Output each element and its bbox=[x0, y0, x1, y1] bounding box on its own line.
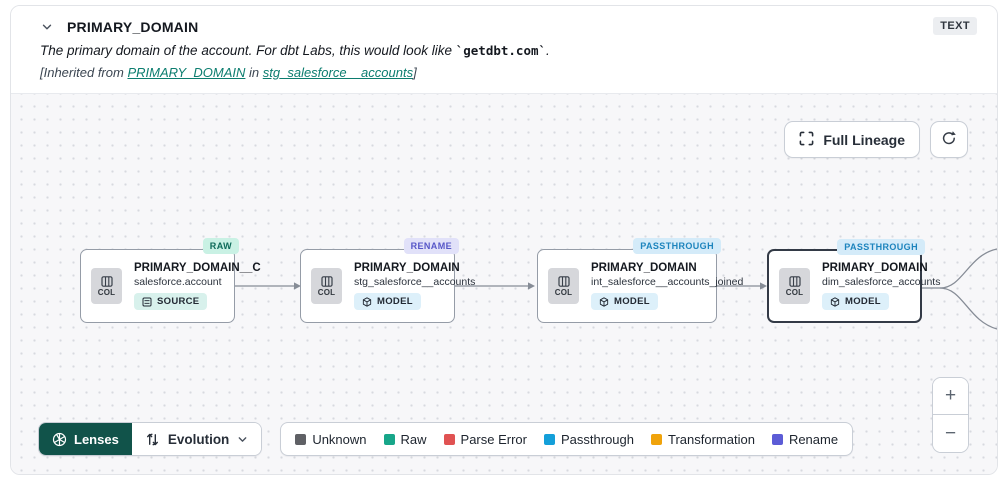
column-chip: COL bbox=[91, 268, 122, 304]
lens-selector[interactable]: Evolution bbox=[131, 423, 262, 455]
lineage-canvas[interactable]: Full Lineage RAW COL PRIMARY_DOMAIN__C bbox=[11, 94, 997, 474]
description-period: . bbox=[546, 43, 550, 58]
evolution-badge: PASSTHROUGH bbox=[837, 239, 925, 255]
lenses-group: Lenses Evolution bbox=[38, 422, 263, 456]
node-body: PRIMARY_DOMAIN stg_salesforce__accounts … bbox=[342, 262, 481, 310]
legend-label: Raw bbox=[400, 431, 427, 447]
resource-type-tag: MODEL bbox=[354, 293, 421, 310]
col-chip-label: COL bbox=[554, 287, 573, 297]
node-body: PRIMARY_DOMAIN dim_salesforce_accounts M… bbox=[810, 262, 946, 310]
lineage-node-salesforce-account[interactable]: RAW COL PRIMARY_DOMAIN__C salesforce.acc… bbox=[80, 238, 261, 323]
evolution-legend: Unknown Raw Parse Error Passthrough Tran… bbox=[280, 422, 854, 456]
resource-type-tag: MODEL bbox=[822, 293, 889, 310]
model-cube-icon bbox=[599, 296, 609, 307]
evolution-badge: RENAME bbox=[403, 238, 459, 254]
legend-swatch bbox=[295, 433, 307, 445]
evolution-swap-icon bbox=[146, 433, 158, 445]
legend-item-transformation: Transformation bbox=[651, 432, 755, 447]
chevron-down-icon bbox=[238, 436, 247, 442]
legend-label: Transformation bbox=[668, 431, 755, 447]
model-cube-icon bbox=[830, 296, 840, 307]
resource-type-label: SOURCE bbox=[157, 296, 200, 307]
legend-label: Unknown bbox=[312, 431, 367, 447]
lineage-node-dim-salesforce-accounts[interactable]: PASSTHROUGH COL PRIMARY_DOMAIN dim_sales… bbox=[767, 239, 940, 323]
column-name-title: PRIMARY_DOMAIN bbox=[67, 19, 199, 35]
legend-swatch bbox=[383, 433, 395, 445]
resource-type-label: MODEL bbox=[377, 296, 413, 307]
column-chip: COL bbox=[311, 268, 342, 304]
collapse-chevron-icon[interactable] bbox=[39, 19, 55, 35]
node-model-name: dim_salesforce_accounts bbox=[822, 276, 941, 288]
legend-item-rename: Rename bbox=[771, 431, 839, 447]
inherited-column-link[interactable]: PRIMARY_DOMAIN bbox=[127, 65, 246, 80]
legend-swatch bbox=[771, 433, 783, 445]
legend-label: Passthrough bbox=[561, 431, 634, 447]
full-lineage-label: Full Lineage bbox=[823, 131, 905, 148]
evolution-badge: PASSTHROUGH bbox=[633, 238, 721, 254]
inherited-prefix: [Inherited from bbox=[40, 65, 128, 80]
bottom-bar: Lenses Evolution Unknown bbox=[38, 422, 854, 456]
legend-label: Rename bbox=[788, 431, 839, 447]
legend-item-passthrough: Passthrough bbox=[544, 432, 634, 447]
node-body: PRIMARY_DOMAIN__C salesforce.account SOU… bbox=[122, 262, 267, 310]
column-detail-panel: PRIMARY_DOMAIN TEXT The primary domain o… bbox=[11, 6, 997, 94]
node-model-name: int_salesforce__accounts_joined bbox=[591, 276, 744, 288]
node-column-title: PRIMARY_DOMAIN bbox=[591, 262, 697, 274]
node-column-title: PRIMARY_DOMAIN bbox=[822, 262, 928, 274]
column-lineage-card: PRIMARY_DOMAIN TEXT The primary domain o… bbox=[10, 5, 998, 475]
model-cube-icon bbox=[362, 296, 372, 307]
column-chip: COL bbox=[779, 268, 810, 304]
node-model-name: salesforce.account bbox=[134, 276, 222, 288]
lenses-button[interactable]: Lenses bbox=[39, 423, 132, 455]
inherited-model-link[interactable]: stg_salesforce__accounts bbox=[262, 65, 414, 80]
zoom-controls: + − bbox=[932, 377, 969, 453]
zoom-out-button[interactable]: − bbox=[933, 415, 968, 452]
col-chip-label: COL bbox=[317, 287, 336, 297]
legend-item-raw: Raw bbox=[383, 431, 427, 447]
resource-type-tag: MODEL bbox=[591, 293, 658, 310]
full-lineage-button[interactable]: Full Lineage bbox=[784, 121, 920, 158]
legend-swatch bbox=[443, 433, 455, 445]
resource-type-label: MODEL bbox=[845, 296, 881, 307]
col-chip-label: COL bbox=[785, 287, 804, 297]
lineage-node-stg-salesforce-accounts[interactable]: RENAME COL PRIMARY_DOMAIN stg_salesforce… bbox=[300, 238, 475, 323]
column-description: The primary domain of the account. For d… bbox=[11, 35, 997, 58]
refresh-button[interactable] bbox=[930, 121, 968, 158]
description-code: `getdbt.com` bbox=[455, 43, 547, 58]
resource-type-label: MODEL bbox=[614, 296, 650, 307]
legend-swatch bbox=[651, 433, 662, 445]
columns-icon bbox=[557, 275, 570, 287]
legend-item-unknown: Unknown bbox=[295, 431, 367, 447]
zoom-in-button[interactable]: + bbox=[933, 378, 968, 415]
expand-icon bbox=[799, 131, 814, 149]
column-type-badge: TEXT bbox=[933, 17, 977, 35]
legend-label: Parse Error bbox=[460, 431, 527, 447]
source-icon bbox=[142, 297, 152, 307]
lineage-toolbar: Full Lineage bbox=[784, 121, 968, 158]
refresh-icon bbox=[941, 130, 957, 149]
inherited-suffix: ] bbox=[413, 65, 417, 80]
evolution-badge: RAW bbox=[202, 238, 239, 254]
lineage-node-int-salesforce-accounts-joined[interactable]: PASSTHROUGH COL PRIMARY_DOMAIN int_sales… bbox=[537, 238, 743, 323]
panel-title-row: PRIMARY_DOMAIN bbox=[11, 6, 997, 35]
columns-icon bbox=[788, 275, 801, 287]
description-text: The primary domain of the account. For d… bbox=[40, 43, 456, 58]
legend-item-parse-error: Parse Error bbox=[443, 431, 527, 447]
selected-lens-label: Evolution bbox=[167, 431, 230, 447]
columns-icon bbox=[320, 275, 333, 287]
lenses-label: Lenses bbox=[74, 431, 119, 447]
node-column-title: PRIMARY_DOMAIN bbox=[354, 262, 460, 274]
resource-type-tag: SOURCE bbox=[134, 293, 208, 310]
node-model-name: stg_salesforce__accounts bbox=[354, 276, 476, 288]
columns-icon bbox=[100, 275, 113, 287]
node-body: PRIMARY_DOMAIN int_salesforce__accounts_… bbox=[579, 262, 749, 310]
legend-swatch bbox=[544, 433, 555, 445]
node-column-title: PRIMARY_DOMAIN__C bbox=[134, 262, 261, 274]
lens-aperture-icon bbox=[52, 432, 67, 446]
column-chip: COL bbox=[548, 268, 579, 304]
inherited-note: [Inherited from PRIMARY_DOMAIN in stg_sa… bbox=[11, 58, 997, 80]
col-chip-label: COL bbox=[97, 287, 116, 297]
inherited-middle: in bbox=[245, 65, 263, 80]
